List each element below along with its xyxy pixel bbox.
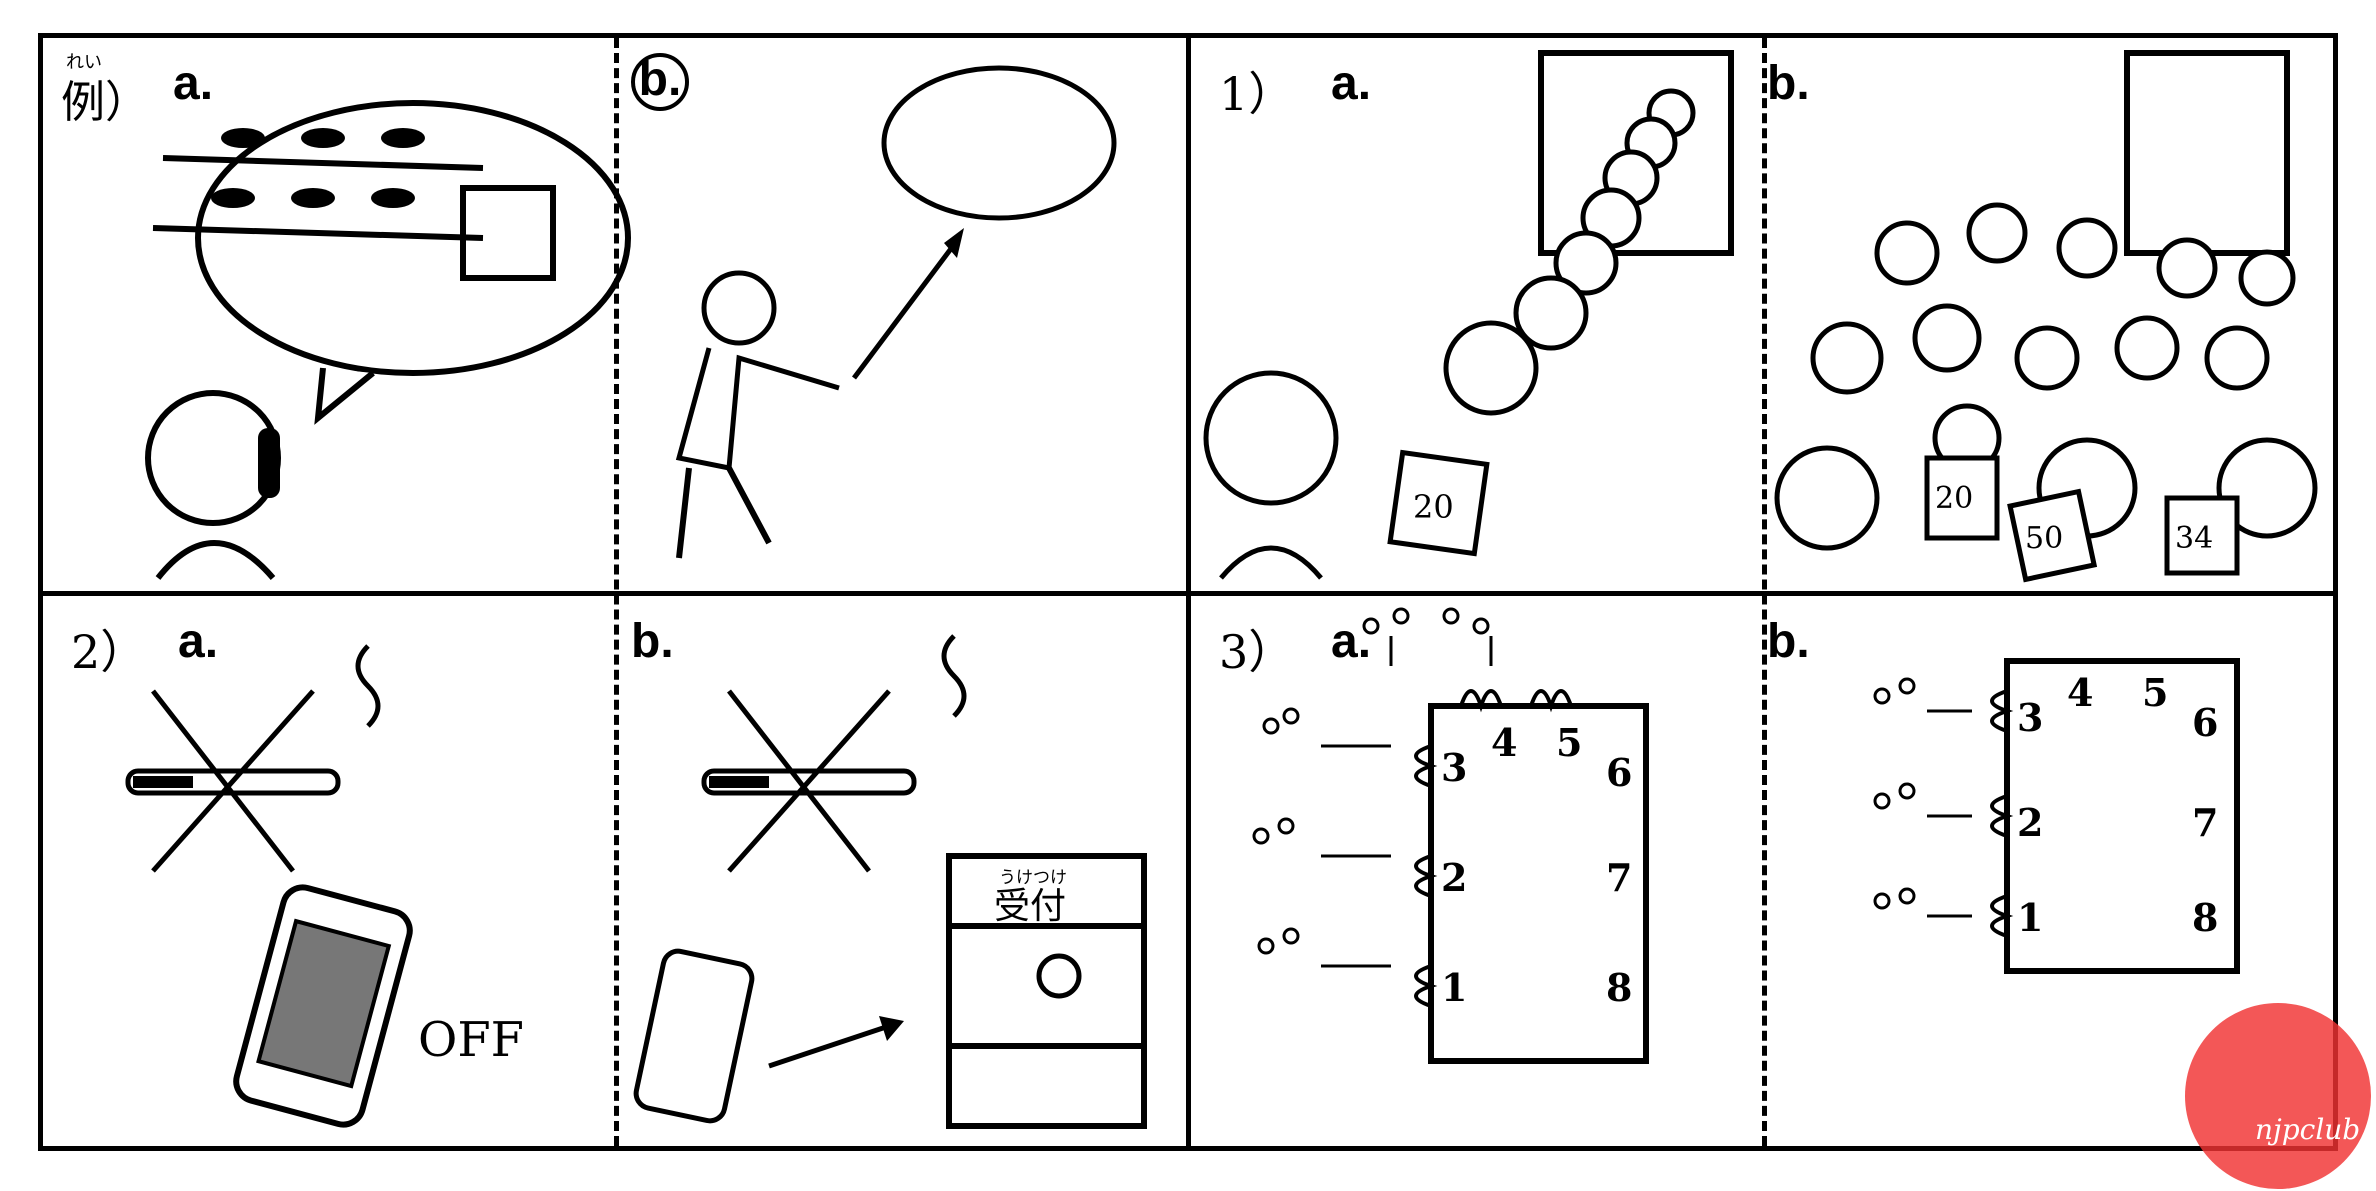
reception-desk-illustration: うけつけ 受付 — [633, 634, 1147, 1129]
option-b-label: b. — [631, 615, 674, 668]
orderly-queue-illustration: 20 — [1203, 50, 1734, 580]
dashed-divider — [614, 38, 619, 1146]
door-number: 6 — [2192, 700, 2218, 745]
circled-answer: b. — [631, 53, 689, 111]
question-number: 2） — [71, 625, 147, 679]
door-number: 4 — [1491, 720, 1517, 765]
question-divider — [1186, 38, 1191, 1146]
door-number: 5 — [1556, 720, 1582, 765]
door-number: 1 — [2017, 895, 2043, 940]
option-b-label: b. — [631, 52, 689, 111]
watermark-text: njpclub — [2255, 1113, 2361, 1146]
ticket-number: 34 — [2175, 521, 2213, 556]
ticket-number: 20 — [1413, 488, 1454, 526]
door-number: 2 — [1441, 855, 1467, 900]
airplane-doors-illustration: 3 4 5 6 2 7 1 8 — [1873, 658, 2240, 974]
door-number: 6 — [1606, 750, 1632, 795]
option-b-label: b. — [1767, 57, 1810, 110]
option-a-label: a. — [1331, 57, 1372, 110]
off-text: OFF — [418, 1012, 524, 1068]
example-panel-a: れい 例） a. — [43, 38, 631, 591]
door-number: 4 — [2067, 670, 2093, 715]
question-number: 3） — [1219, 625, 1295, 679]
phone-call-illustration — [145, 100, 631, 580]
door-number: 7 — [1606, 855, 1632, 900]
door-number: 8 — [2192, 895, 2218, 940]
walking-to-store-illustration — [675, 65, 1117, 559]
door-number: 7 — [2192, 800, 2218, 845]
question3-panel-b: b. 3 4 5 6 2 7 1 8 — [1767, 596, 2333, 1151]
question-sheet: れい 例） a. b. 1） a. — [38, 33, 2338, 1151]
question2-panel-b: b. うけつけ 受付 — [619, 596, 1186, 1151]
example-label: 例） — [61, 77, 149, 128]
door-number: 3 — [2017, 695, 2043, 740]
reception-ruby: うけつけ — [999, 868, 1067, 888]
njpclub-watermark-logo: njpclub — [2185, 1003, 2371, 1189]
option-a-label: a. — [173, 57, 214, 110]
example-ruby: れい — [66, 52, 102, 73]
reception-sign: 受付 — [994, 886, 1066, 927]
question1-panel-b: b. 20 50 34 — [1767, 38, 2333, 591]
door-number: 8 — [1606, 965, 1632, 1010]
door-number: 2 — [2017, 800, 2043, 845]
no-smoking-phone-off-illustration: OFF — [125, 644, 524, 1128]
airplane-doors-illustration: 3 4 5 6 2 7 1 8 — [1252, 607, 1649, 1064]
question-number: 1） — [1219, 67, 1295, 121]
question2-panel-a: 2） a. OFF — [43, 596, 614, 1151]
ticket-number: 20 — [1935, 481, 1973, 516]
example-panel-b: b. — [619, 38, 1186, 591]
dashed-divider — [1762, 38, 1767, 1146]
option-b-label: b. — [1767, 615, 1810, 668]
ticket-number: 50 — [2025, 521, 2063, 556]
question3-panel-a: 3） a. 3 4 5 6 2 7 1 8 — [1191, 596, 1762, 1151]
crowd-illustration: 20 50 34 — [1774, 50, 2318, 583]
question1-panel-a: 1） a. 20 — [1191, 38, 1762, 591]
option-a-label: a. — [178, 615, 219, 668]
door-number: 3 — [1441, 745, 1467, 790]
door-number: 5 — [2142, 670, 2168, 715]
door-number: 1 — [1441, 965, 1467, 1010]
